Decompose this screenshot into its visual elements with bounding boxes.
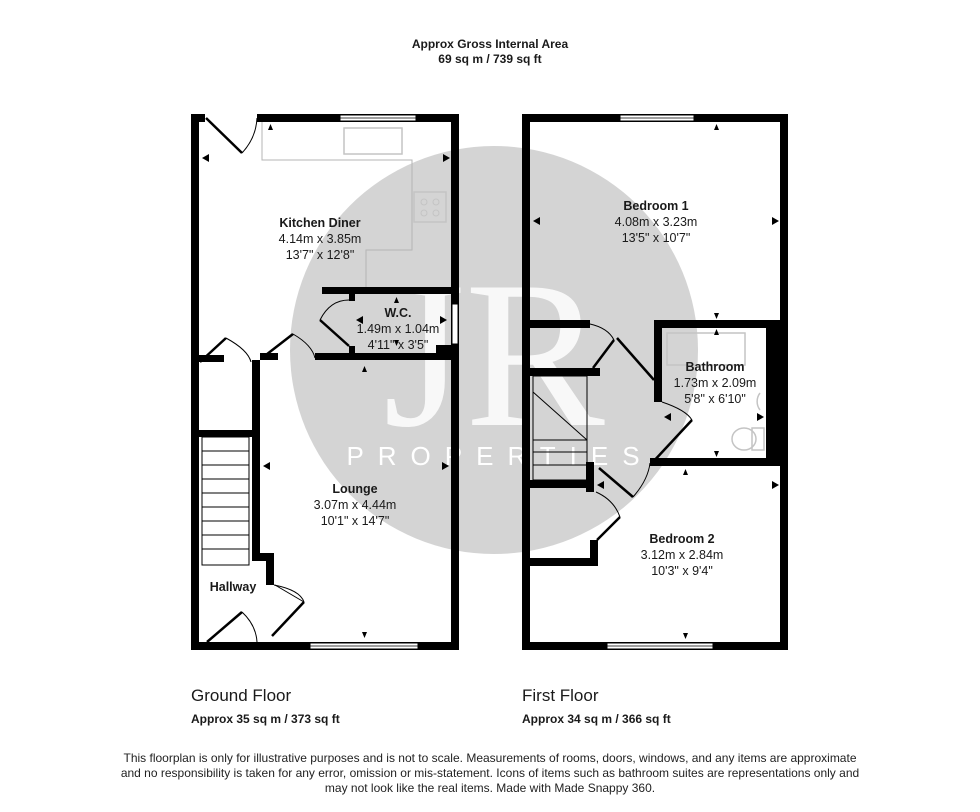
- room-name-bedroom-2: Bedroom 2: [649, 532, 714, 546]
- room-metric: 3.07m x 4.44m: [314, 498, 397, 512]
- wall: [315, 353, 457, 360]
- disclaimer-line-1: This floorplan is only for illustrative …: [123, 751, 857, 765]
- basin-icon: [756, 392, 761, 411]
- wall: [199, 355, 224, 362]
- room-metric: 1.49m x 1.04m: [357, 322, 440, 336]
- ground-floor-plan: Kitchen Diner 4.14m x 3.85m 13'7" x 12'8…: [191, 114, 459, 650]
- sink-icon: [343, 127, 403, 155]
- wall: [654, 320, 788, 328]
- door: [271, 601, 305, 637]
- wall: [252, 360, 260, 560]
- wc-door: [319, 319, 350, 347]
- room-name-bathroom: Bathroom: [685, 360, 744, 374]
- disclaimer: This floorplan is only for illustrative …: [110, 751, 870, 796]
- wall: [191, 642, 265, 650]
- wall: [349, 287, 355, 301]
- room-name-lounge: Lounge: [332, 482, 377, 496]
- lounge-door: [261, 333, 294, 359]
- bedroom-2-door: [596, 516, 621, 541]
- dimension-arrows: [533, 124, 779, 639]
- front-door: [206, 611, 243, 643]
- room-name-wc: W.C.: [384, 306, 411, 320]
- toilet-icon: [751, 427, 765, 451]
- room-metric: 1.73m x 2.09m: [674, 376, 757, 390]
- ground-floor-area: Approx 35 sq m / 373 sq ft: [191, 712, 340, 726]
- room-name-kitchen-diner: Kitchen Diner: [279, 216, 360, 230]
- room-metric: 4.14m x 3.85m: [279, 232, 362, 246]
- room-imperial: 13'7" x 12'8": [286, 248, 355, 262]
- wall: [530, 368, 600, 376]
- wall: [252, 553, 274, 561]
- wall: [654, 320, 662, 402]
- room-name-bedroom-1: Bedroom 1: [623, 199, 688, 213]
- room-imperial: 13'5" x 10'7": [622, 231, 691, 245]
- first-floor-plan: Bedroom 1 4.08m x 3.23m 13'5" x 10'7" Ba…: [522, 114, 788, 650]
- wall: [530, 320, 590, 328]
- wall: [586, 462, 594, 492]
- wall: [650, 458, 788, 466]
- bath-icon: [666, 332, 746, 366]
- door: [592, 339, 615, 369]
- room-imperial: 5'8" x 6'10": [684, 392, 746, 406]
- wall: [530, 480, 592, 488]
- room-metric: 3.12m x 2.84m: [641, 548, 724, 562]
- staircase: [532, 375, 588, 481]
- hob-icon: [413, 191, 447, 223]
- wall: [266, 553, 274, 585]
- watermark-text: PROPERTIES: [346, 441, 653, 471]
- disclaimer-line-2: and no responsibility is taken for any e…: [120, 766, 860, 780]
- staircase: [201, 436, 250, 566]
- watermark-circle: [290, 146, 698, 554]
- disclaimer-line-3: may not look like the real items. Made w…: [324, 781, 656, 795]
- wall: [436, 345, 451, 360]
- worktop: [261, 122, 413, 290]
- wall: [199, 430, 252, 437]
- wall: [522, 114, 530, 650]
- first-floor-label: First Floor: [522, 686, 599, 705]
- title-line-1: Approx Gross Internal Area: [411, 37, 569, 51]
- door: [205, 117, 243, 154]
- wall: [260, 353, 278, 360]
- bathroom-door: [651, 419, 693, 464]
- wall: [191, 114, 199, 650]
- wall: [766, 320, 788, 466]
- ground-floor-label: Ground Floor: [191, 686, 292, 705]
- door: [616, 337, 655, 381]
- wall: [530, 558, 598, 566]
- wall: [590, 540, 598, 566]
- title-line-2: 69 sq m / 739 sq ft: [438, 52, 542, 66]
- wall: [322, 287, 457, 294]
- room-imperial: 4'11" x 3'5": [368, 338, 429, 352]
- first-floor-area: Approx 34 sq m / 366 sq ft: [522, 712, 671, 726]
- room-name-hallway: Hallway: [210, 580, 257, 594]
- dimension-arrows: [202, 124, 450, 638]
- gross-internal-area-title: Approx Gross Internal Area 69 sq m / 739…: [0, 37, 980, 67]
- window: [451, 303, 459, 345]
- wall: [349, 346, 355, 360]
- room-metric: 4.08m x 3.23m: [615, 215, 698, 229]
- room-imperial: 10'1" x 14'7": [321, 514, 390, 528]
- wall: [191, 114, 205, 122]
- door: [598, 467, 634, 498]
- room-imperial: 10'3" x 9'4": [651, 564, 713, 578]
- door: [199, 337, 227, 363]
- wall: [451, 114, 459, 650]
